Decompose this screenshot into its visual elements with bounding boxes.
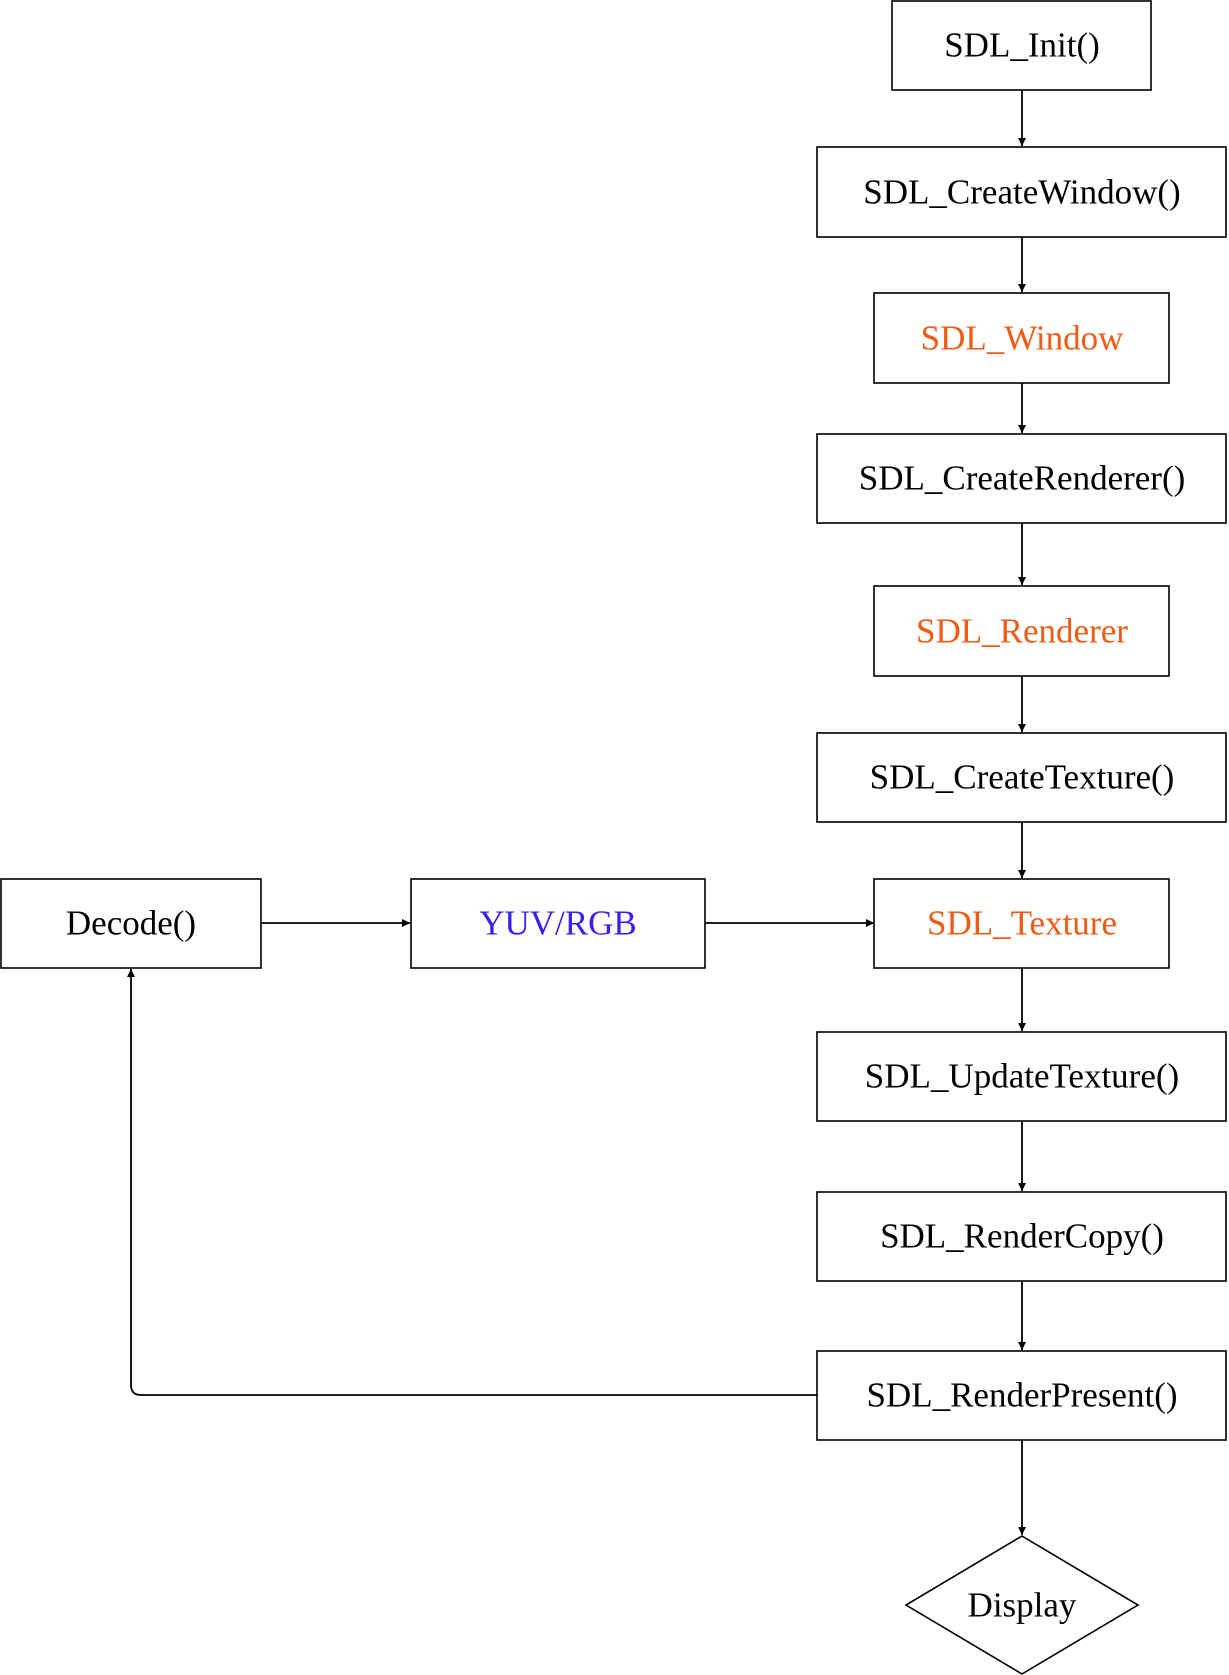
node-yuv-rgb-label: YUV/RGB: [479, 904, 637, 943]
node-decode-box: [0, 878, 262, 969]
node-sdl-init: SDL_Init(): [891, 0, 1152, 91]
node-sdl-window-label: SDL_Window: [921, 319, 1124, 358]
node-sdl-createrenderer-box: [816, 433, 1227, 524]
node-sdl-renderpresent: SDL_RenderPresent(): [816, 1350, 1227, 1441]
node-sdl-updatetexture-label: SDL_UpdateTexture(): [865, 1057, 1179, 1096]
node-sdl-renderer-label: SDL_Renderer: [916, 612, 1128, 651]
node-sdl-window: SDL_Window: [873, 292, 1170, 384]
node-sdl-createtexture-label: SDL_CreateTexture(): [870, 758, 1175, 797]
node-sdl-rendercopy-box: [816, 1191, 1227, 1282]
node-sdl-updatetexture: SDL_UpdateTexture(): [816, 1031, 1227, 1122]
node-display-label: Display: [968, 1586, 1077, 1625]
node-sdl-rendercopy-label: SDL_RenderCopy(): [880, 1217, 1164, 1256]
edge-renderpresent-to-decode: [127, 969, 817, 1396]
node-sdl-rendercopy: SDL_RenderCopy(): [816, 1191, 1227, 1282]
node-decode: Decode(): [0, 878, 262, 969]
node-display: Display: [904, 1535, 1140, 1675]
node-display-diamond: [904, 1535, 1140, 1675]
node-sdl-createrenderer-label: SDL_CreateRenderer(): [859, 459, 1186, 498]
node-decode-label: Decode(): [66, 904, 196, 943]
edges: [127, 90, 1026, 1535]
node-sdl-renderpresent-box: [816, 1350, 1227, 1441]
node-sdl-createrenderer: SDL_CreateRenderer(): [816, 433, 1227, 524]
node-sdl-texture: SDL_Texture: [873, 878, 1170, 969]
node-sdl-init-label: SDL_Init(): [944, 26, 1100, 65]
node-sdl-renderer: SDL_Renderer: [873, 585, 1170, 677]
node-sdl-createtexture-box: [816, 732, 1227, 823]
node-sdl-init-box: [891, 0, 1152, 91]
node-yuv-rgb: YUV/RGB: [410, 878, 706, 969]
node-sdl-window-box: [873, 292, 1170, 384]
node-sdl-renderpresent-label: SDL_RenderPresent(): [866, 1376, 1177, 1415]
node-sdl-texture-box: [873, 878, 1170, 969]
node-sdl-createwindow-label: SDL_CreateWindow(): [863, 173, 1180, 212]
node-yuv-rgb-box: [410, 878, 706, 969]
node-sdl-createwindow-box: [816, 146, 1227, 238]
node-sdl-createwindow: SDL_CreateWindow(): [816, 146, 1227, 238]
node-sdl-createtexture: SDL_CreateTexture(): [816, 732, 1227, 823]
node-sdl-updatetexture-box: [816, 1031, 1227, 1122]
node-sdl-renderer-box: [873, 585, 1170, 677]
node-sdl-texture-label: SDL_Texture: [927, 904, 1117, 943]
